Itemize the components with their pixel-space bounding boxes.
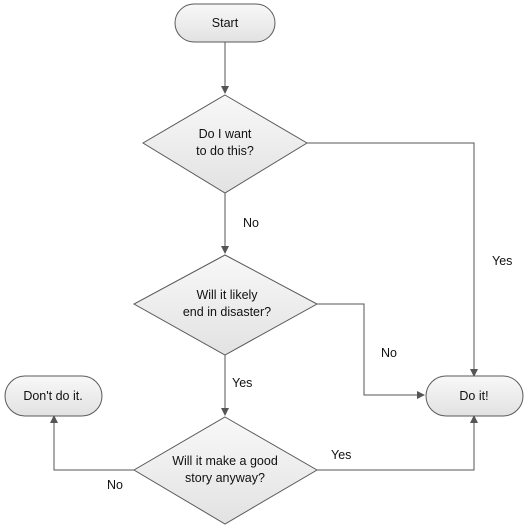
decision-want-to-do [142,94,308,194]
decision-want-to-do-line2: to do this? [196,144,254,158]
start-node [174,3,276,43]
label-q2-yes: Yes [232,376,252,390]
label-q1-yes: Yes [492,254,512,268]
dont-do-it-node [4,375,103,417]
label-q3-yes: Yes [331,448,351,462]
do-it-node [425,375,524,417]
decision-end-in-disaster-line2: end in disaster? [183,305,271,319]
dont-do-it-label: Don't do it. [23,389,82,403]
edge-q2-to-do [317,303,425,399]
decision-good-story-line1: Will it make a good [172,454,278,468]
edge-q3-to-dont [50,415,136,471]
edge-q3-to-do [317,415,478,471]
decision-good-story [133,416,318,525]
label-q3-no: No [107,478,123,492]
do-it-label: Do it! [459,389,488,403]
decision-good-story-line2: story anyway? [185,471,265,485]
decision-end-in-disaster-line1: Will it likely [196,288,258,302]
label-q1-no: No [243,216,259,230]
decision-want-to-do-line1: Do I want [199,127,252,141]
label-q2-no: No [381,346,397,360]
decision-end-in-disaster [132,254,319,356]
edge-q1-to-do [307,142,478,377]
start-label: Start [212,16,239,30]
